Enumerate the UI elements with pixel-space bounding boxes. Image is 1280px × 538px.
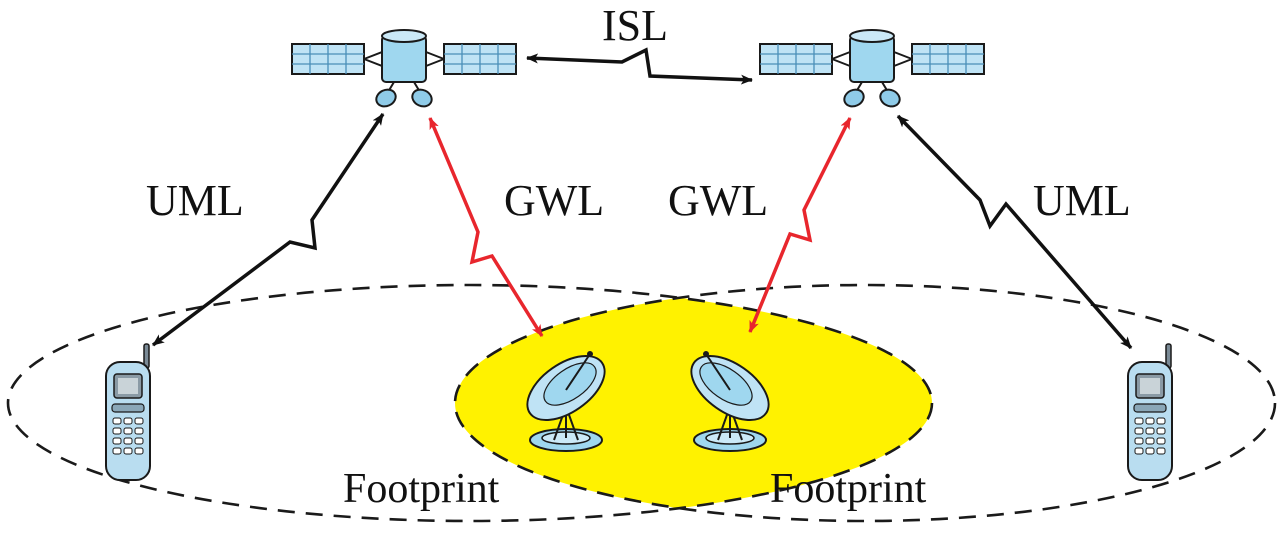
label-uml-left: UML [146,176,244,225]
footprint-overlap [455,285,932,521]
gwl-link-left [428,117,544,337]
label-gwl-right: GWL [668,176,768,225]
label-isl: ISL [602,1,668,50]
footprint-right-ellipse [453,283,1277,523]
satellite-icon-left [291,29,517,111]
uml-link-right [896,114,1133,350]
label-footprint-left: Footprint [343,466,500,512]
satellite-icon-right [759,29,985,111]
label-footprint-right: Footprint [770,466,927,512]
gwl-link-right [748,117,852,333]
label-gwl-left: GWL [504,176,604,225]
uml-link-left [151,113,385,347]
mobile-phone-icon-left [105,343,151,481]
mobile-phone-icon-right [1127,343,1173,481]
isl-link [526,47,753,85]
label-uml-right: UML [1033,176,1131,225]
